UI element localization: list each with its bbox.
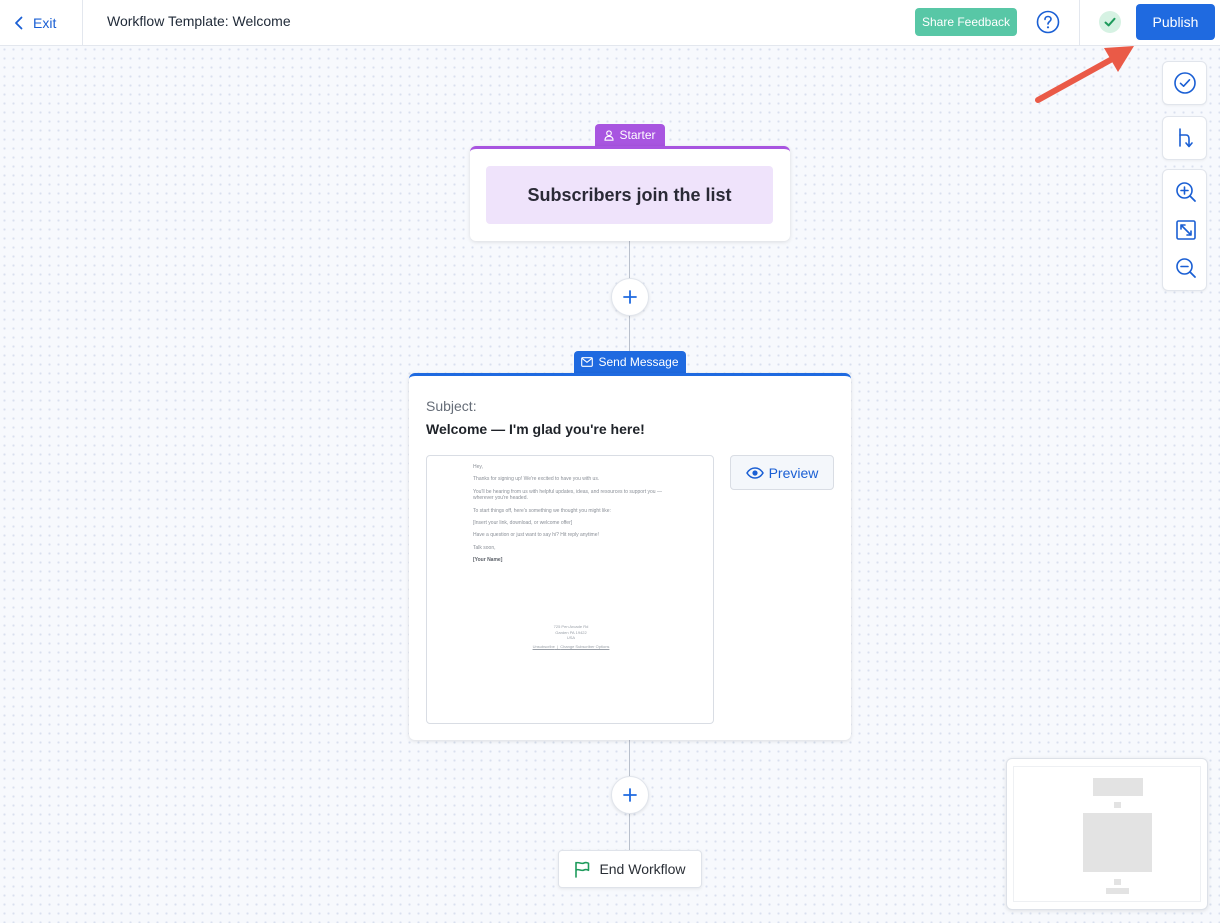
email-line: You'll be hearing from us with helpful u… [473,488,662,502]
envelope-icon [581,357,594,367]
minimap-viewport [1013,766,1201,902]
minimap-add-step [1114,802,1121,808]
end-workflow-label: End Workflow [599,861,686,877]
minimap-message-node [1083,813,1152,872]
email-body: Hey, Thanks for signing up! We're excite… [473,464,663,570]
toolbar-divider [1079,0,1080,45]
saved-check-icon [1099,11,1121,33]
subject-value: Welcome — I'm glad you're here! [426,421,645,437]
email-address-line: USA [566,635,576,641]
workflow-title: Workflow Template: Welcome [107,13,291,29]
minimap-add-step [1114,879,1121,885]
starter-node[interactable]: Subscribers join the list [470,146,790,241]
minimap-starter-node [1093,778,1143,796]
branch-arrow-icon [1178,128,1193,148]
annotation-arrow-icon [1035,46,1134,103]
email-line: [Your Name] [473,557,503,564]
eye-icon [745,466,764,479]
email-line: To start things off, here's something we… [473,507,611,514]
user-icon [604,129,615,141]
email-footer-links: Unsubscribe | Change Subscriber Options [532,643,610,649]
branch-button[interactable] [1162,116,1207,160]
top-bar: Exit Workflow Template: Welcome Share Fe… [0,0,1220,46]
manage-subscription-link: Change Subscriber Options [560,643,610,649]
email-line: Have a question or just want to say hi? … [473,532,599,539]
send-message-tag: Send Message [574,351,686,373]
share-feedback-button[interactable]: Share Feedback [915,8,1017,36]
email-preview-thumbnail[interactable]: Hey, Thanks for signing up! We're excite… [426,455,714,724]
starter-tag-label: Starter [619,128,656,142]
preview-button[interactable]: Preview [730,455,834,490]
check-circle-icon [1173,72,1196,94]
zoom-controls [1162,169,1207,291]
preview-label: Preview [768,464,819,481]
zoom-out-button[interactable] [1163,250,1208,286]
subject-label: Subject: [426,398,477,414]
end-workflow-node[interactable]: End Workflow [558,850,702,888]
email-address-line: Garden PA 19422 [555,629,587,635]
flag-icon [575,861,590,878]
zoom-out-icon [1175,258,1196,278]
email-address-line: 725 Pen Arcade Rd [553,624,589,629]
email-line: Hey, [473,464,483,470]
minimap[interactable] [1006,758,1208,910]
publish-button[interactable]: Publish [1136,4,1215,40]
starter-tag: Starter [595,124,665,146]
zoom-in-icon [1175,182,1196,202]
validate-button[interactable] [1162,61,1207,105]
send-message-tag-label: Send Message [598,355,679,369]
minimap-end-node [1106,888,1129,894]
expand-icon [1175,220,1196,240]
chevron-left-icon [15,16,23,29]
send-message-node[interactable]: Subject: Welcome — I'm glad you're here!… [409,373,851,740]
exit-button[interactable]: Exit [0,0,83,45]
exit-label: Exit [33,14,57,31]
email-line: Talk soon, [473,544,496,551]
add-step-button[interactable] [611,776,649,814]
add-step-button[interactable] [611,278,649,316]
starter-title: Subscribers join the list [486,166,773,224]
unsubscribe-link: Unsubscribe [532,643,555,649]
fit-to-screen-button[interactable] [1163,212,1208,248]
email-line: Thanks for signing up! We're excited to … [473,476,600,483]
email-footer: 725 Pen Arcade Rd Garden PA 19422 USA Un… [457,624,685,649]
email-line: [Insert your link, download, or welcome … [473,520,573,527]
zoom-in-button[interactable] [1163,174,1208,210]
plus-icon [623,788,637,802]
plus-icon [623,290,637,304]
help-icon[interactable] [1036,10,1060,39]
